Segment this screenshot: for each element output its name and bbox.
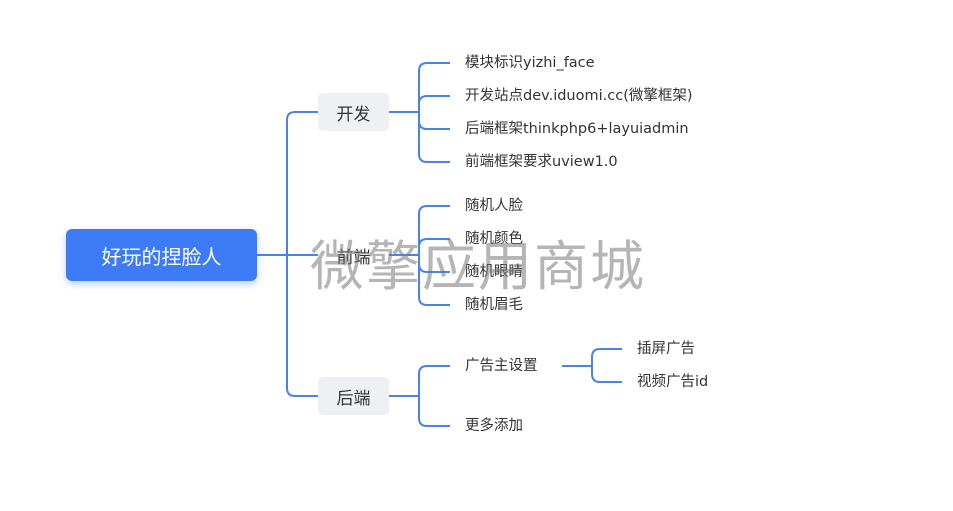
connector-houduan-1 [389,365,450,397]
leaf-node[interactable]: 模块标识yizhi_face [465,55,595,71]
branch-node-qianduan[interactable]: 前端 [318,236,389,274]
leaf-node[interactable]: 后端框架thinkphp6+layuiadmin [465,121,689,137]
branch-node-houduan[interactable]: 后端 [318,377,389,415]
branch-node-label: 后端 [336,388,371,409]
connector-qianduan-1 [389,205,450,256]
connector-kaifa-1 [389,62,450,113]
leaf-node[interactable]: 前端框架要求uview1.0 [465,154,618,170]
connector-ads-1 [562,348,622,367]
leaf-node[interactable]: 更多添加 [465,418,523,434]
leaf-node[interactable]: 随机眼睛 [465,264,523,280]
branch-node-label: 开发 [336,104,371,125]
leaf-node[interactable]: 插屏广告 [637,341,695,357]
branch-node-label: 前端 [336,247,371,268]
leaf-node[interactable]: 随机眉毛 [465,297,523,313]
branch-node-kaifa[interactable]: 开发 [318,93,389,131]
connector-qianduan-2 [389,238,450,256]
root-node[interactable]: 好玩的捏脸人 [66,229,257,281]
connector-kaifa-2 [389,95,450,113]
leaf-node[interactable]: 视频广告id [637,374,709,390]
leaf-node[interactable]: 随机人脸 [465,198,523,214]
connector-ads-2 [562,365,622,383]
connector-root-kaifa [257,111,318,256]
connector-qianduan-4 [389,254,450,306]
leaf-node[interactable]: 随机颜色 [465,231,523,247]
connector-kaifa-4 [389,111,450,163]
connector-houduan-2 [389,395,450,427]
connector-root-houduan [257,254,318,397]
leaf-node-ads-settings[interactable]: 广告主设置 [465,358,538,374]
root-node-label: 好玩的捏脸人 [101,244,222,269]
leaf-node[interactable]: 开发站点dev.iduomi.cc(微擎框架) [465,88,693,104]
